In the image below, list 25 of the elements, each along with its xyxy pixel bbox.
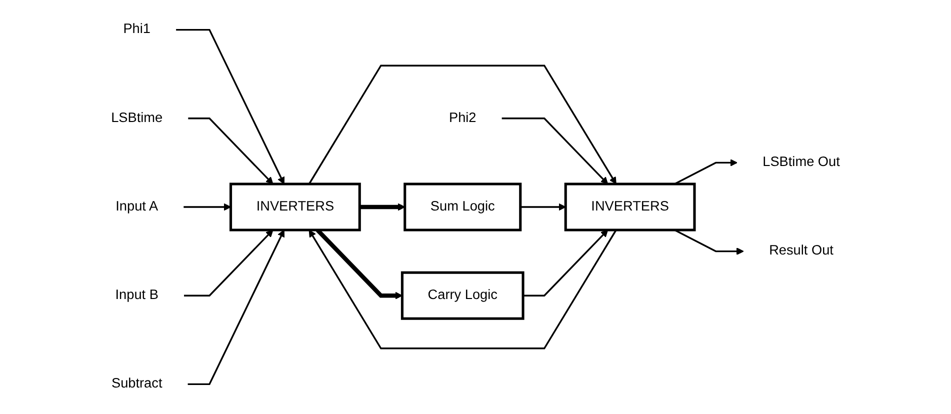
arrow [188, 118, 274, 184]
node-box [404, 182, 522, 232]
node-text: LSBtime Out [762, 155, 840, 170]
node-text: Result Out [769, 244, 834, 258]
arrow [184, 203, 232, 211]
arrow [188, 230, 284, 386]
arrow [674, 158, 738, 185]
node-text: Phi1 [123, 22, 150, 37]
node-box [400, 271, 524, 320]
node-box [564, 182, 696, 232]
arrow [502, 118, 608, 184]
arrow [360, 203, 406, 211]
arrow [523, 230, 608, 296]
node-text: Input A [116, 199, 158, 214]
node-text: Input B [115, 288, 158, 302]
arrow [184, 230, 274, 296]
node-text: Phi2 [448, 110, 476, 126]
arrow [674, 229, 744, 256]
arrow [176, 28, 284, 184]
node-text: LSBtime [111, 110, 163, 126]
node-text: Subtract [111, 376, 162, 391]
arrow [308, 64, 616, 184]
arrow [308, 230, 617, 350]
arrow [520, 203, 566, 211]
node-box [229, 182, 361, 232]
